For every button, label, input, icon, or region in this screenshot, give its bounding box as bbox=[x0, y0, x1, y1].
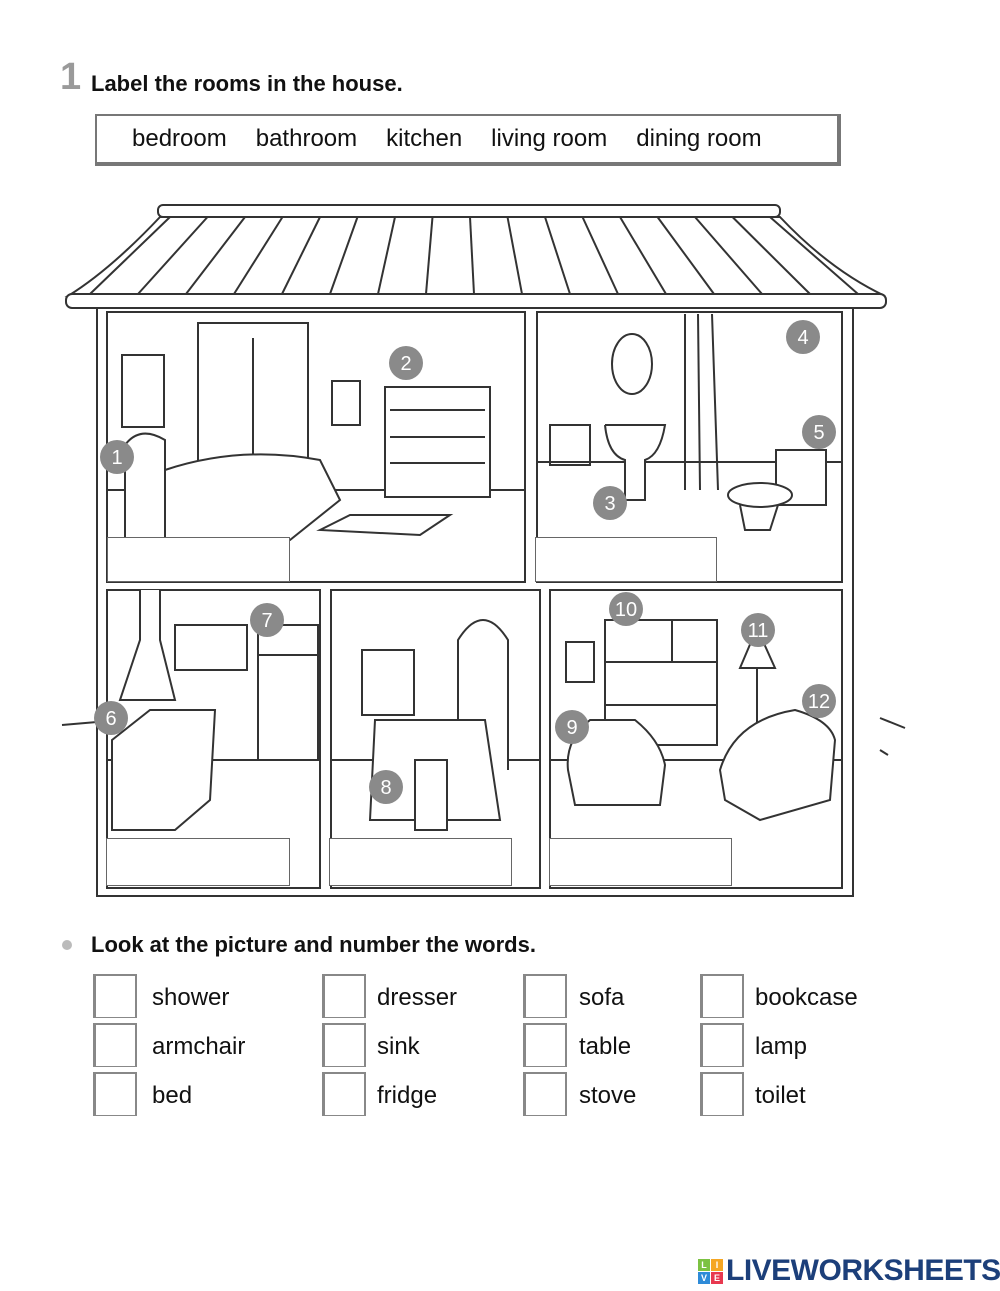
exercise-title: Label the rooms in the house. bbox=[91, 71, 403, 96]
number-box-sofa[interactable] bbox=[523, 974, 567, 1018]
word-bed: bed bbox=[152, 1082, 193, 1109]
svg-text:2: 2 bbox=[400, 353, 411, 375]
number-box-lamp[interactable] bbox=[700, 1023, 744, 1067]
roof-rib bbox=[89, 216, 171, 295]
svg-text:7: 7 bbox=[261, 610, 272, 632]
word-stove: stove bbox=[579, 1082, 637, 1109]
roof-rib bbox=[544, 216, 571, 295]
number-box-bed[interactable] bbox=[93, 1072, 137, 1116]
roof-rib bbox=[469, 216, 475, 295]
number-box-fridge[interactable] bbox=[322, 1072, 366, 1116]
roof-rib bbox=[694, 216, 763, 295]
callout-5: 5 bbox=[802, 415, 836, 449]
word-bank-item: kitchen bbox=[386, 125, 463, 152]
svg-text:8: 8 bbox=[380, 777, 391, 799]
callout-12: 12 bbox=[802, 684, 836, 718]
logo-text: LIVEWORKSHEETS bbox=[726, 1254, 1000, 1287]
roof-rib bbox=[233, 216, 284, 295]
word-dresser: dresser bbox=[377, 984, 458, 1011]
logo-letter: V bbox=[698, 1271, 710, 1284]
word-lamp: lamp bbox=[755, 1033, 808, 1060]
callout-10: 10 bbox=[609, 592, 643, 626]
logo-icon: L I V E bbox=[698, 1258, 723, 1284]
number-box-sink[interactable] bbox=[322, 1023, 366, 1067]
callout-7: 7 bbox=[250, 603, 284, 637]
bullet bbox=[62, 940, 72, 950]
callout-11: 11 bbox=[741, 613, 775, 647]
room-answer-dining[interactable] bbox=[329, 838, 512, 886]
roof-rib bbox=[619, 216, 667, 295]
roof-rib bbox=[581, 216, 619, 295]
roof-rib bbox=[656, 216, 715, 295]
word-sofa: sofa bbox=[579, 984, 625, 1011]
roof-rib bbox=[731, 216, 811, 295]
roof-rib bbox=[329, 216, 359, 295]
callout-9: 9 bbox=[555, 710, 589, 744]
word-table: table bbox=[579, 1033, 632, 1060]
word-bookcase: bookcase bbox=[755, 984, 858, 1011]
callout-3: 3 bbox=[593, 486, 627, 520]
word-bank: bedroom bathroom kitchen living room din… bbox=[95, 114, 841, 166]
number-box-bookcase[interactable] bbox=[700, 974, 744, 1018]
room-answer-kitchen[interactable] bbox=[106, 838, 290, 886]
room-answer-living[interactable] bbox=[549, 838, 732, 886]
word-bank-item: bathroom bbox=[255, 125, 358, 152]
number-box-dresser[interactable] bbox=[322, 974, 366, 1018]
roof-rib bbox=[425, 216, 434, 295]
svg-text:10: 10 bbox=[615, 599, 637, 621]
roof-rib bbox=[137, 216, 209, 295]
word-shower: shower bbox=[152, 984, 230, 1011]
callout-1: 1 bbox=[100, 440, 134, 474]
svg-text:5: 5 bbox=[813, 422, 824, 444]
callout-8: 8 bbox=[369, 770, 403, 804]
callout-2: 2 bbox=[389, 346, 423, 380]
logo-letter: E bbox=[711, 1271, 723, 1284]
word-bank-item: dining room bbox=[636, 125, 762, 152]
roof-rib bbox=[377, 216, 396, 295]
logo-letter: L bbox=[698, 1258, 710, 1271]
word-bank-item: bedroom bbox=[132, 125, 227, 152]
callout-4: 4 bbox=[786, 320, 820, 354]
word-sink: sink bbox=[377, 1033, 420, 1060]
word-armchair: armchair bbox=[152, 1033, 246, 1060]
word-fridge: fridge bbox=[377, 1082, 438, 1109]
word-bank-item: living room bbox=[491, 125, 608, 152]
number-box-stove[interactable] bbox=[523, 1072, 567, 1116]
svg-text:11: 11 bbox=[748, 620, 769, 642]
room-answer-bedroom[interactable] bbox=[107, 537, 290, 582]
room-answer-bathroom[interactable] bbox=[535, 537, 717, 582]
exercise-number: 1 bbox=[60, 56, 82, 98]
svg-text:3: 3 bbox=[604, 493, 615, 515]
svg-text:4: 4 bbox=[797, 327, 808, 349]
number-box-armchair[interactable] bbox=[93, 1023, 137, 1067]
liveworksheets-logo: L I V E LIVEWORKSHEETS bbox=[698, 1254, 1000, 1288]
word-toilet: toilet bbox=[755, 1082, 806, 1109]
exercise2-title: Look at the picture and number the words… bbox=[91, 932, 536, 957]
svg-text:1: 1 bbox=[111, 447, 122, 469]
logo-letter: I bbox=[711, 1258, 723, 1271]
number-box-toilet[interactable] bbox=[700, 1072, 744, 1116]
roof-rib bbox=[185, 216, 246, 295]
roof-rib bbox=[769, 216, 859, 295]
number-box-shower[interactable] bbox=[93, 974, 137, 1018]
number-box-table[interactable] bbox=[523, 1023, 567, 1067]
roof-rib bbox=[506, 216, 523, 295]
svg-text:6: 6 bbox=[105, 708, 116, 730]
callout-6: 6 bbox=[94, 701, 128, 735]
svg-text:9: 9 bbox=[566, 717, 577, 739]
svg-text:12: 12 bbox=[808, 691, 830, 713]
roof-rib bbox=[281, 216, 321, 295]
